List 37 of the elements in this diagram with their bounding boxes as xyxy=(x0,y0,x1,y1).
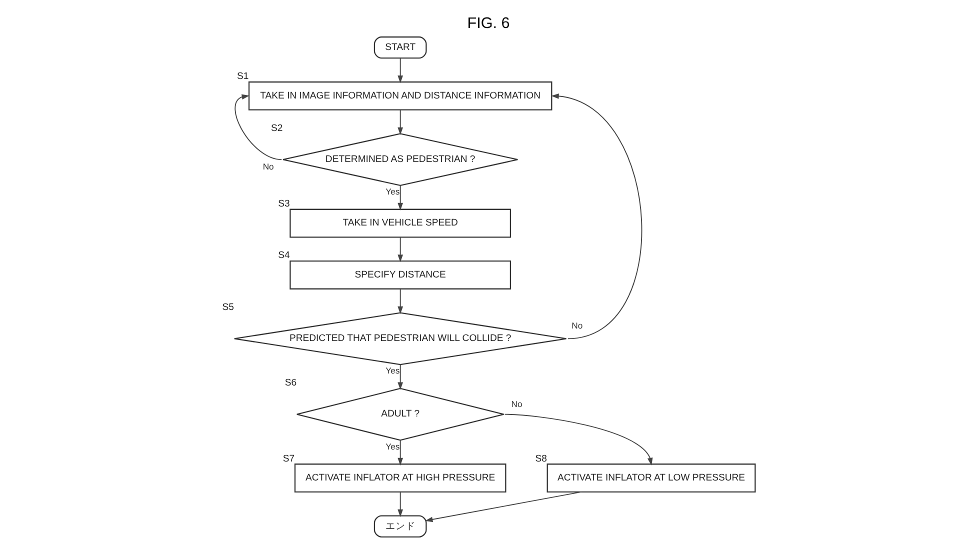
node-label: S1 xyxy=(236,71,248,82)
arrow xyxy=(397,288,403,314)
node-label: S2 xyxy=(270,122,282,134)
node-label: S8 xyxy=(534,453,546,464)
edge-label: Yes xyxy=(385,366,400,376)
arrow xyxy=(550,93,642,340)
arrow xyxy=(397,364,403,390)
diagram-title: FIG. 6 xyxy=(466,15,510,32)
arrow xyxy=(397,109,403,136)
edge-label: No xyxy=(571,320,582,331)
arrow xyxy=(397,236,403,262)
node-box: TAKE IN IMAGE INFORMATION AND DISTANCE INFORMATION xyxy=(248,81,552,110)
edge-label: Yes xyxy=(385,442,400,452)
node-box: TAKE IN VEHICLE SPEED xyxy=(289,208,511,238)
edge-label: No xyxy=(262,161,274,172)
node-label: S7 xyxy=(282,453,294,464)
node-box: ACTIVATE INFLATOR AT LOW PRESSURE xyxy=(546,464,756,492)
node-box: ACTIVATE INFLATOR AT HIGH PRESSURE xyxy=(294,464,506,492)
node-label: S4 xyxy=(278,250,290,262)
arrow xyxy=(397,491,403,518)
node-diamond: ADULT ? xyxy=(296,388,504,441)
node-label: S3 xyxy=(278,198,290,210)
arrow xyxy=(234,94,282,160)
node-box: SPECIFY DISTANCE xyxy=(289,260,511,290)
node-box: エンド xyxy=(373,515,426,538)
edge-label: No xyxy=(510,399,522,410)
arrow xyxy=(504,414,652,466)
node-box: START xyxy=(373,36,426,59)
edge-label: Yes xyxy=(385,186,400,197)
node-diamond: DETERMINED AS PEDESTRIAN ? xyxy=(282,133,518,186)
arrow xyxy=(397,58,403,84)
arrow xyxy=(424,491,582,522)
arrow xyxy=(397,185,403,210)
node-diamond: PREDICTED THAT PEDESTRIAN WILL COLLIDE ? xyxy=(233,312,566,366)
node-label: S5 xyxy=(222,302,234,313)
node-label: S6 xyxy=(284,378,296,389)
arrow xyxy=(397,440,403,466)
